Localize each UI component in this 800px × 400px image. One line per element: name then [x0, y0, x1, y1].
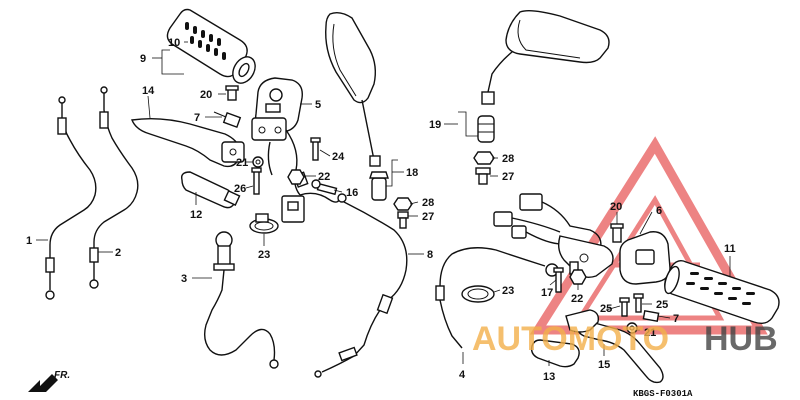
watermark-text: AUTOMOTO HUB: [472, 320, 778, 358]
label-14: 14: [142, 85, 155, 97]
label-12: 12: [190, 209, 202, 221]
left-switch-housing-5: [251, 77, 303, 196]
bolt-7-right: [642, 310, 660, 322]
label-27-left: 27: [422, 211, 434, 223]
bolt-7-left: [213, 111, 242, 128]
label-28-left: 28: [422, 197, 434, 209]
label-2: 2: [115, 247, 121, 259]
label-22-left: 22: [318, 171, 330, 183]
leader-lines: [36, 41, 731, 366]
label-10: 10: [168, 37, 180, 49]
label-19: 19: [429, 119, 441, 131]
left-grip-10: [166, 8, 256, 84]
label-16: 16: [346, 187, 358, 199]
bar-end-weight-12: [180, 171, 241, 209]
label-28-right: 28: [502, 153, 514, 165]
bolt-25-a: [619, 297, 630, 317]
label-17: 17: [541, 287, 553, 299]
boot-19: [477, 115, 495, 143]
right-mirror: [481, 9, 610, 105]
front-label: FR.: [54, 370, 70, 381]
nut-28-right: [473, 151, 495, 165]
label-1: 1: [26, 235, 32, 247]
label-8: 8: [427, 249, 433, 261]
label-25-a: 25: [600, 303, 612, 315]
choke-cable-3: [203, 231, 279, 369]
label-18: 18: [406, 167, 418, 179]
label-6: 6: [656, 205, 662, 217]
label-11: 11: [724, 243, 736, 255]
bolt-27-right: [475, 167, 491, 185]
label-26: 26: [234, 183, 246, 195]
nut-28-left: [393, 197, 413, 211]
label-20-right: 20: [610, 201, 622, 213]
nut-22-right: [569, 269, 587, 285]
part-labels: 1 2 3 4 5 6 7 7 8 9 10 11 12 13 14 15 16…: [26, 37, 736, 383]
throttle-cable-1: [45, 96, 97, 300]
label-22-right: 22: [571, 293, 583, 305]
front-direction-marker: FR.: [28, 370, 70, 392]
bolt-17: [553, 267, 564, 293]
figure-code: KBGS-F0301A: [633, 389, 693, 399]
clutch-cable-8: [314, 201, 408, 378]
bolt-25-b: [633, 293, 644, 313]
washer-21-left: [252, 156, 264, 168]
right-grip-11: [664, 259, 780, 325]
screw-16: [311, 179, 338, 196]
screw-20-right: [610, 223, 624, 243]
label-23-right: 23: [502, 285, 514, 297]
grip-knob-13: [530, 339, 580, 368]
label-20-left: 20: [200, 89, 212, 101]
label-9: 9: [140, 53, 146, 65]
washer-21-right: [626, 322, 638, 334]
left-mirror-18: [325, 11, 389, 201]
watermark-part2: HUB: [704, 320, 778, 358]
label-27-right: 27: [502, 171, 514, 183]
label-4: 4: [459, 369, 466, 381]
brake-lever-15: [565, 309, 664, 384]
label-21-left: 21: [236, 157, 248, 169]
right-switch-housing-6: [619, 231, 671, 285]
label-25-b: 25: [656, 299, 668, 311]
label-5: 5: [315, 99, 321, 111]
label-7-right: 7: [673, 313, 679, 325]
label-7-left: 7: [194, 112, 200, 124]
label-3: 3: [181, 273, 187, 285]
nut-22-left: [287, 169, 305, 185]
label-21-right: 21: [644, 327, 656, 339]
clutch-lever-14: [131, 117, 245, 168]
bolt-27-left: [397, 211, 409, 229]
label-13: 13: [543, 371, 555, 383]
screw-20-left: [225, 85, 239, 101]
throttle-cable-2: [89, 86, 139, 289]
label-23-left: 23: [258, 249, 270, 261]
label-24: 24: [332, 151, 345, 163]
throttle-cable-4: [435, 247, 546, 349]
clamp-23-left: [249, 213, 279, 234]
bolt-26: [251, 167, 262, 195]
bolt-24: [310, 137, 321, 161]
watermark-part1: AUTOMOTO: [472, 320, 669, 358]
clamp-23-right: [461, 285, 495, 303]
label-15: 15: [598, 359, 610, 371]
